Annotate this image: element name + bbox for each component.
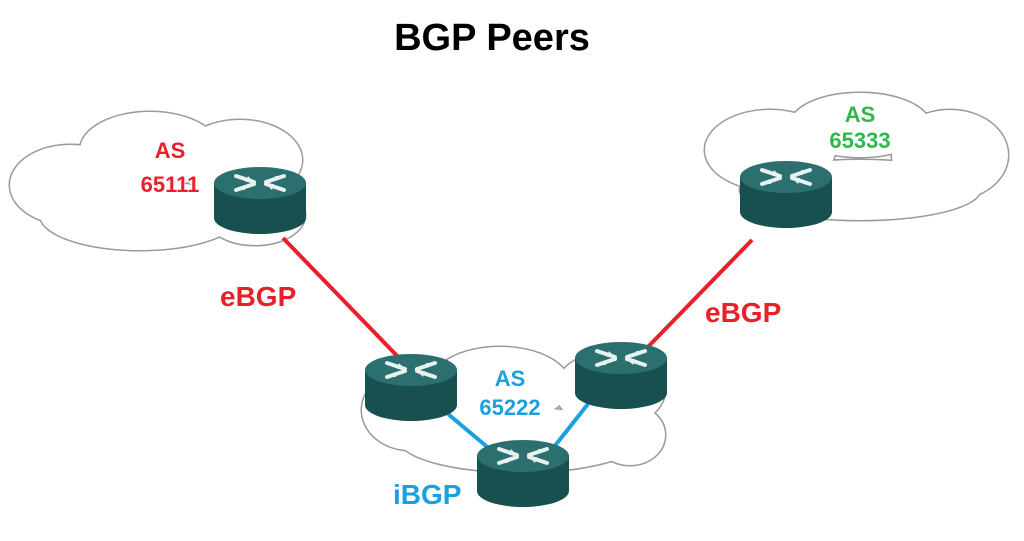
as-number: 65222 [479, 395, 541, 421]
router-as65222-left [363, 352, 459, 423]
router-as65222-bottom [475, 438, 571, 509]
as-65333-label: AS 65333 [805, 102, 915, 155]
as-label: AS [154, 138, 186, 163]
as-65222-label: AS 65222 [455, 366, 565, 422]
as-label: AS [494, 366, 526, 391]
as-number: 65333 [829, 128, 891, 154]
ebgp-link-right [641, 238, 754, 354]
ibgp-label: iBGP [393, 479, 462, 510]
router-as65222-right [573, 340, 669, 411]
ebgp-link-left [281, 236, 407, 366]
page-title: BGP Peers [394, 17, 590, 59]
as-65111-label: AS 65111 [115, 138, 225, 199]
ibgp-link-right [548, 402, 590, 454]
ebgp-left-label: eBGP [220, 281, 297, 312]
as-label: AS [844, 102, 876, 127]
ebgp-right-label: eBGP [705, 297, 782, 328]
router-as65333 [738, 159, 834, 230]
router-as65111 [212, 165, 308, 236]
as-number: 65111 [140, 172, 200, 198]
